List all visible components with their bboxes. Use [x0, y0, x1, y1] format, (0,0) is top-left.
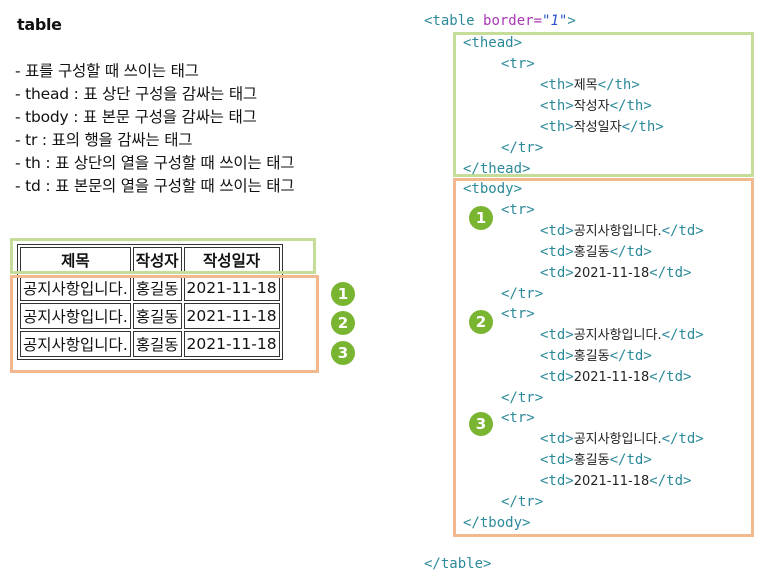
code-tbody-open: <tbody>: [463, 181, 523, 197]
table-row: 공지사항입니다. 홍길동 2021-11-18: [20, 331, 280, 357]
code-tr-open: <tr>: [501, 306, 535, 322]
list-item: - tbody : 표 본문 구성을 감싸는 태그: [15, 108, 257, 126]
code-td-line: <td>홍길동</td>: [540, 452, 652, 468]
code-tbody-close: </tbody>: [463, 515, 531, 531]
code-td-line: <td>홍길동</td>: [540, 348, 652, 364]
code-th-line: <th>작성일자</th>: [540, 119, 664, 135]
code-tr-open: <tr>: [501, 202, 535, 218]
code-td-line: <td>2021-11-18</td>: [540, 473, 692, 489]
table-cell: 2021-11-18: [183, 303, 280, 329]
table-cell: 홍길동: [132, 303, 182, 329]
list-item: - th : 표 상단의 열을 구성할 때 쓰이는 태그: [15, 154, 295, 172]
list-item: - thead : 표 상단 구성을 감싸는 태그: [15, 85, 257, 103]
table-cell: 공지사항입니다.: [20, 331, 131, 357]
code-row-badge: 1: [469, 206, 493, 230]
thead-highlight-box: [10, 238, 316, 274]
code-row-badge: 3: [469, 412, 493, 436]
row-number-badge: 2: [331, 311, 355, 335]
notes-list: - 표를 구성할 때 쓰이는 태그 - thead : 표 상단 구성을 감싸는…: [15, 60, 295, 198]
code-tr-close: </tr>: [501, 286, 544, 302]
code-td-line: <td>2021-11-18</td>: [540, 265, 692, 281]
demo-tbody: 공지사항입니다. 홍길동 2021-11-18 공지사항입니다. 홍길동 202…: [20, 275, 280, 357]
code-table-close: </table>: [424, 556, 492, 572]
code-thead-close: </thead>: [463, 161, 531, 177]
row-number-badge: 1: [331, 282, 355, 306]
code-td-line: <td>홍길동</td>: [540, 244, 652, 260]
list-item: - tr : 표의 행을 감싸는 태그: [15, 131, 193, 149]
code-table-open: <table border="1">: [424, 13, 576, 29]
list-item: - 표를 구성할 때 쓰이는 태그: [15, 62, 199, 80]
rendered-table-demo: 제목 작성자 작성일자 공지사항입니다. 홍길동 2021-11-18 공지사항…: [17, 244, 283, 360]
table-row: 공지사항입니다. 홍길동 2021-11-18: [20, 303, 280, 329]
code-row-badge: 2: [469, 310, 493, 334]
table-cell: 2021-11-18: [183, 331, 280, 357]
code-td-line: <td>공지사항입니다.</td>: [540, 431, 704, 447]
code-thead-open: <thead>: [463, 35, 523, 51]
code-tr-open: <tr>: [501, 56, 535, 72]
tbody-highlight-box: [10, 275, 319, 373]
code-thead-highlight-box: [453, 32, 754, 177]
code-tr-close: </tr>: [501, 140, 544, 156]
table-cell: 공지사항입니다.: [20, 303, 131, 329]
demo-table: 제목 작성자 작성일자 공지사항입니다. 홍길동 2021-11-18 공지사항…: [17, 244, 283, 360]
code-td-line: <td>2021-11-18</td>: [540, 369, 692, 385]
code-th-line: <th>작성자</th>: [540, 98, 652, 114]
code-tr-open: <tr>: [501, 410, 535, 426]
row-number-badge: 3: [331, 341, 355, 365]
code-tbody-highlight-box: [453, 178, 754, 537]
page-title: table: [17, 15, 62, 34]
list-item: - td : 표 본문의 열을 구성할 때 쓰이는 태그: [15, 177, 295, 195]
code-tr-close: </tr>: [501, 494, 544, 510]
code-th-line: <th>제목</th>: [540, 77, 640, 93]
code-td-line: <td>공지사항입니다.</td>: [540, 223, 704, 239]
code-td-line: <td>공지사항입니다.</td>: [540, 327, 704, 343]
table-cell: 홍길동: [132, 331, 182, 357]
code-tr-close: </tr>: [501, 390, 544, 406]
